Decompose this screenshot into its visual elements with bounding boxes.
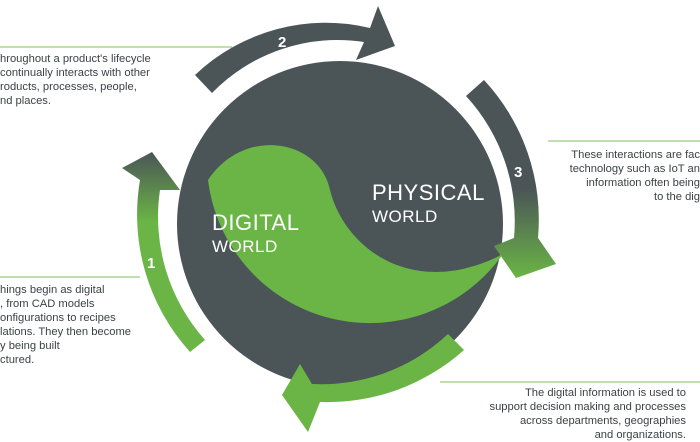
cycle-arrow-1: [122, 152, 205, 352]
step-3-description: These interactions are fac technology su…: [570, 148, 700, 204]
step-1-line: ctured.: [0, 354, 35, 366]
step-number-3: 3: [514, 164, 522, 181]
step-1-line: y being built: [0, 340, 60, 352]
step-1-line: onfigurations to recipes: [0, 312, 116, 324]
step-3-line: technology such as IoT an: [569, 163, 700, 175]
step-2-description: hroughout a product's lifecycle continua…: [0, 52, 151, 108]
digital-world-label-line1: DIGITAL: [212, 210, 299, 235]
step-number-1: 1: [147, 255, 155, 272]
step-number-4: 4: [385, 399, 394, 416]
step-1-line: hings begin as digital: [0, 284, 105, 296]
step-2-line: hroughout a product's lifecycle: [0, 53, 151, 65]
step-1-line: lations. They then become: [0, 326, 132, 338]
step-4-line: and organizations.: [594, 429, 686, 441]
step-1-description: hings begin as digital , from CAD models…: [0, 283, 131, 367]
step-3-line: These interactions are fac: [571, 149, 700, 161]
step-2-line: nd places.: [0, 95, 51, 107]
step-3-line: information often being: [586, 177, 700, 189]
step-2-line: continually interacts with other: [0, 67, 150, 79]
physical-world-label-line2: WORLD: [372, 207, 438, 226]
step-3-line: to the dig: [653, 191, 700, 203]
cycle-arrow-2: [195, 6, 395, 93]
cycle-arrow-3: [466, 80, 556, 278]
cycle-arrow-4: [282, 334, 464, 432]
step-2-line: roducts, processes, people,: [0, 81, 137, 93]
step-4-line: The digital information is used to: [524, 387, 686, 399]
step-4-line: across departments, geographies: [519, 415, 686, 427]
step-1-line: , from CAD models: [0, 298, 95, 310]
step-4-description: The digital information is used to suppo…: [489, 386, 686, 442]
digital-world-shape: [208, 145, 503, 324]
physical-world-label-line1: PHYSICAL: [372, 180, 485, 205]
step-number-2: 2: [278, 34, 286, 51]
step-4-line: support decision making and processes: [489, 401, 686, 413]
digital-world-label-line2: WORLD: [212, 237, 278, 256]
